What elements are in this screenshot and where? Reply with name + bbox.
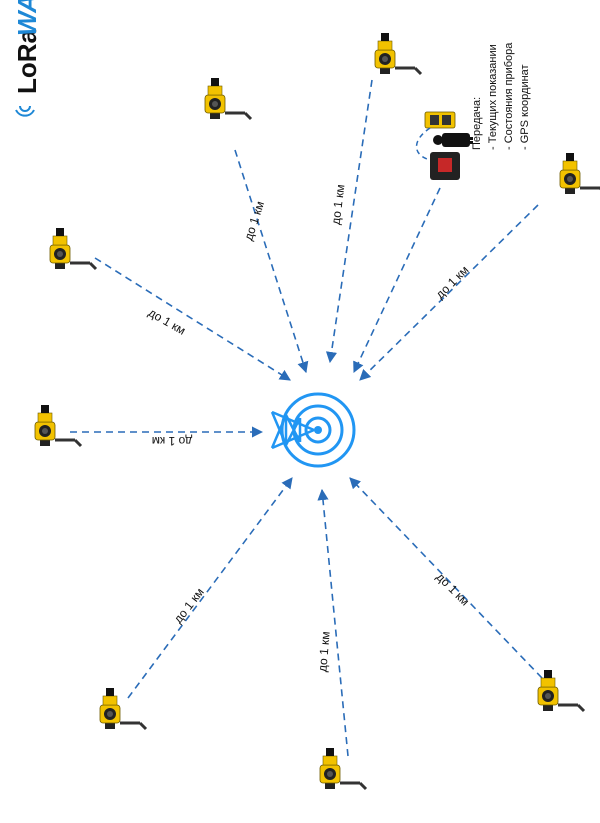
person-with-device-icon bbox=[415, 111, 473, 180]
logo-text-accent: WAN bbox=[12, 0, 42, 36]
gas-detector-icon bbox=[558, 151, 600, 196]
link-distance-label: до 1 км bbox=[171, 585, 207, 626]
legend-item: - Состояния прибора bbox=[503, 42, 515, 150]
link-arrow bbox=[234, 149, 309, 374]
transmission-legend: Передача: - Текущих показании - Состояни… bbox=[470, 10, 556, 160]
gas-detector-icon bbox=[536, 668, 586, 713]
gas-detector-icon bbox=[48, 226, 98, 271]
link-distance-label: до 1 км bbox=[315, 631, 332, 673]
signal-waves-icon bbox=[15, 105, 35, 117]
link-distance-label: до 1 км bbox=[433, 263, 472, 302]
gas-detector-icon bbox=[318, 746, 368, 791]
legend-item: - GPS координат bbox=[519, 64, 531, 150]
link-arrow bbox=[127, 477, 293, 699]
link-arrow bbox=[353, 187, 441, 374]
link-arrow bbox=[94, 257, 291, 381]
link-arrow bbox=[359, 204, 539, 381]
link-distance-label: до 1 км bbox=[152, 434, 193, 448]
link-arrow bbox=[317, 488, 349, 757]
gas-detector-icon bbox=[203, 76, 253, 121]
legend-heading: Передача: bbox=[471, 97, 483, 150]
link-distance-label: до 1 км bbox=[329, 184, 348, 226]
gas-detector-icon bbox=[373, 31, 423, 76]
link-distance-label: до 1 км bbox=[434, 570, 473, 609]
lorawan-logo: LoRa WAN bbox=[2, 0, 42, 118]
logo-text: LoRa bbox=[12, 28, 42, 94]
gas-detector-icon bbox=[98, 686, 148, 731]
legend-item: - Текущих показании bbox=[487, 44, 499, 150]
link-distance-label: до 1 км bbox=[146, 305, 188, 337]
gas-detector-icon bbox=[33, 403, 83, 448]
gateway-tower-icon bbox=[270, 392, 356, 468]
link-arrow bbox=[349, 477, 543, 679]
links bbox=[70, 79, 543, 757]
